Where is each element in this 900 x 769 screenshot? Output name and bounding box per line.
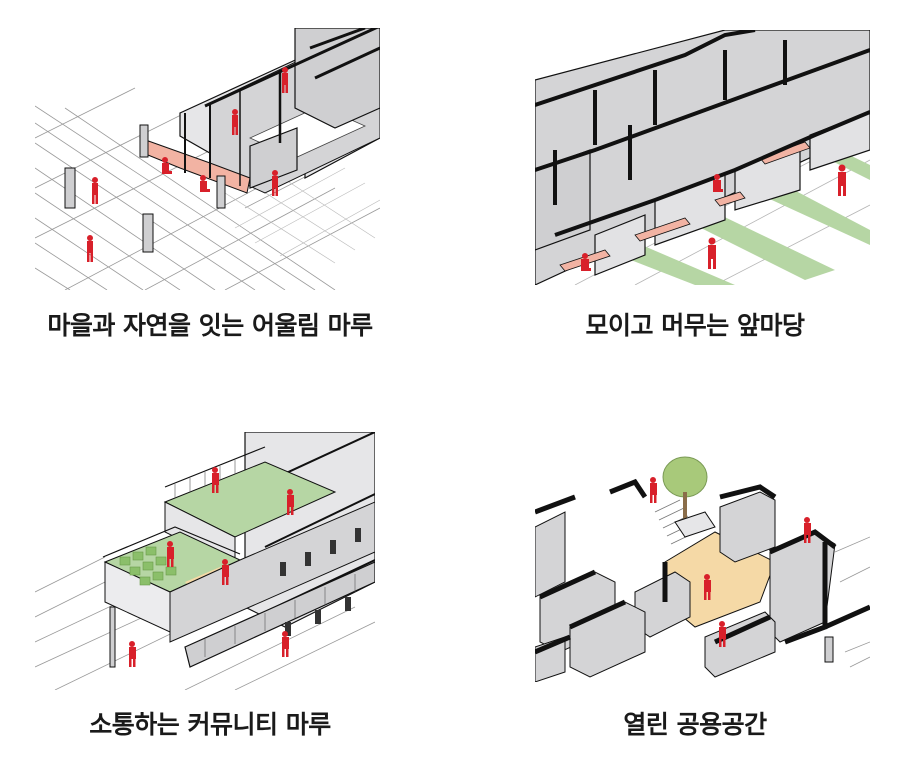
diagram-open-common-space <box>535 452 870 682</box>
diagram-village-nature-maru <box>35 28 380 290</box>
caption-panel-4: 열린 공용공간 <box>623 710 767 739</box>
diagram-community-maru <box>35 432 375 690</box>
diagram-gathering-front-yard <box>535 30 870 285</box>
caption-panel-2: 모이고 머무는 앞마당 <box>585 311 805 340</box>
caption-panel-1: 마을과 자연을 잇는 어울림 마루 <box>47 311 373 340</box>
caption-panel-3: 소통하는 커뮤니티 마루 <box>89 710 331 739</box>
